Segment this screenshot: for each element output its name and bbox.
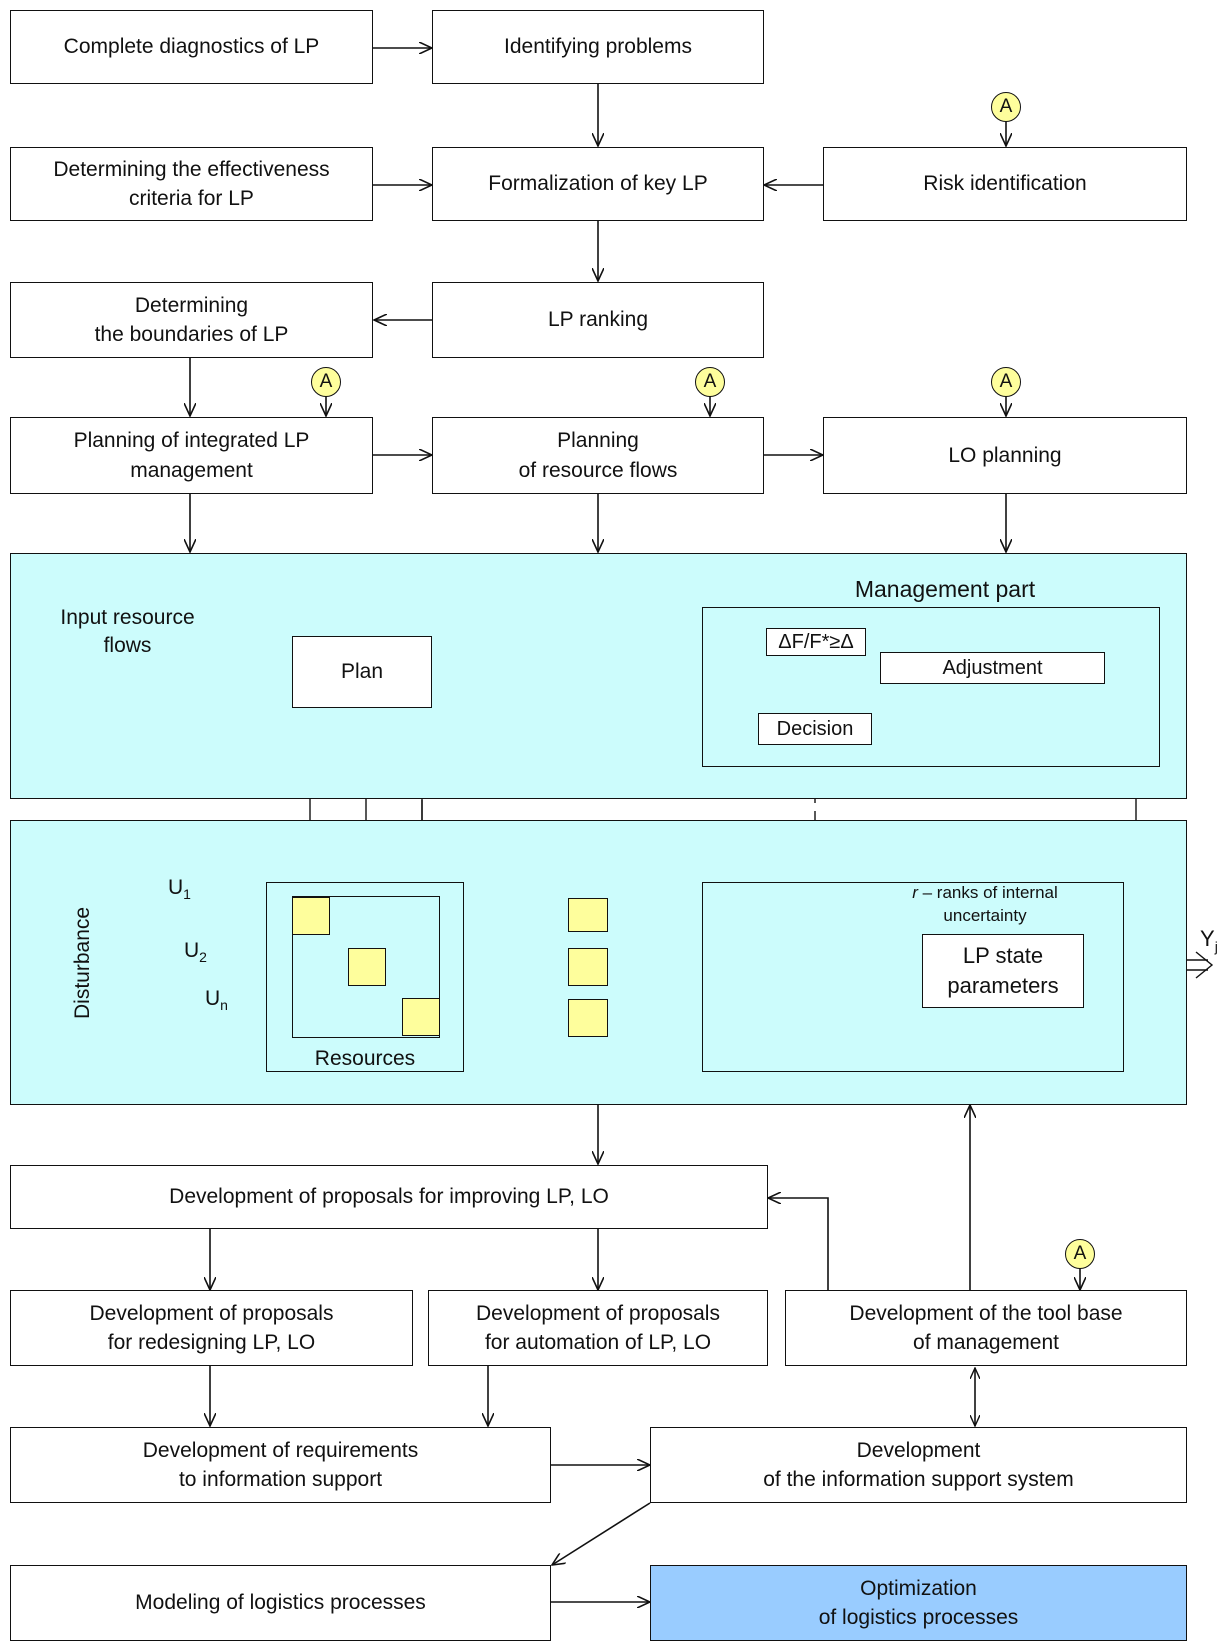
uncertainty-label: r – ranks of internal uncertainty: [912, 883, 1058, 925]
info-system-step: Development of the information support s…: [650, 1427, 1187, 1503]
output-yj-label: Yj: [1200, 926, 1218, 955]
disturbance-label: Disturbance: [71, 906, 94, 1019]
marker-a-integrated: A: [311, 367, 341, 397]
management-part-title: Management part: [854, 576, 1036, 602]
criterion-box: ΔF/F*≥Δ: [766, 628, 866, 656]
integrated-planning-step: Planning of integrated LP management: [10, 417, 373, 494]
adjustment-box: Adjustment: [880, 652, 1105, 684]
complete-diagnostics-step: Complete diagnostics of LP: [10, 10, 373, 84]
flow-block-1: [568, 898, 608, 932]
boundaries-step: Determining the boundaries of LP: [10, 282, 373, 358]
u2-label: U2: [184, 939, 207, 966]
formalization-step: Formalization of key LP: [432, 147, 764, 221]
resources-frame: [266, 882, 464, 1072]
lo-planning-step: LO planning: [823, 417, 1187, 494]
proposals-improving-step: Development of proposals for improving L…: [10, 1165, 768, 1229]
management-part-frame: [702, 607, 1160, 767]
resource-block-n: [402, 998, 440, 1036]
input-resource-flows-label: Input resource flows: [60, 606, 195, 658]
marker-a-risk: A: [991, 92, 1021, 122]
plan-box: Plan: [292, 636, 432, 708]
resources-inner-frame: [292, 896, 440, 1038]
uncertainty-frame: [702, 882, 1124, 1072]
tool-base-step: Development of the tool base of manageme…: [785, 1290, 1187, 1366]
resource-block-2: [348, 948, 386, 986]
modeling-step: Modeling of logistics processes: [10, 1565, 551, 1641]
proposals-automation-step: Development of proposals for automation …: [428, 1290, 768, 1366]
flow-block-2: [568, 948, 608, 986]
identifying-problems-step: Identifying problems: [432, 10, 764, 84]
proposals-redesigning-step: Development of proposals for redesigning…: [10, 1290, 413, 1366]
resource-flows-planning-step: Planning of resource flows: [432, 417, 764, 494]
decision-box: Decision: [758, 713, 872, 745]
marker-a-lo: A: [991, 367, 1021, 397]
resource-block-1: [292, 897, 330, 935]
risk-identification-step: Risk identification: [823, 147, 1187, 221]
flow-block-n: [568, 999, 608, 1037]
resources-label: Resources: [314, 1047, 416, 1070]
marker-a-tool-base: A: [1065, 1239, 1095, 1269]
optimization-step: Optimization of logistics processes: [650, 1565, 1187, 1641]
flow-arrows: [190, 48, 1080, 1602]
u1-label: U1: [168, 876, 191, 903]
state-parameters-box: LP state parameters: [922, 934, 1084, 1008]
effectiveness-criteria-step: Determining the effectiveness criteria f…: [10, 147, 373, 221]
requirements-info-step: Development of requirements to informati…: [10, 1427, 551, 1503]
marker-a-resource-flows: A: [695, 367, 725, 397]
ranking-step: LP ranking: [432, 282, 764, 358]
un-label: Un: [205, 987, 228, 1014]
